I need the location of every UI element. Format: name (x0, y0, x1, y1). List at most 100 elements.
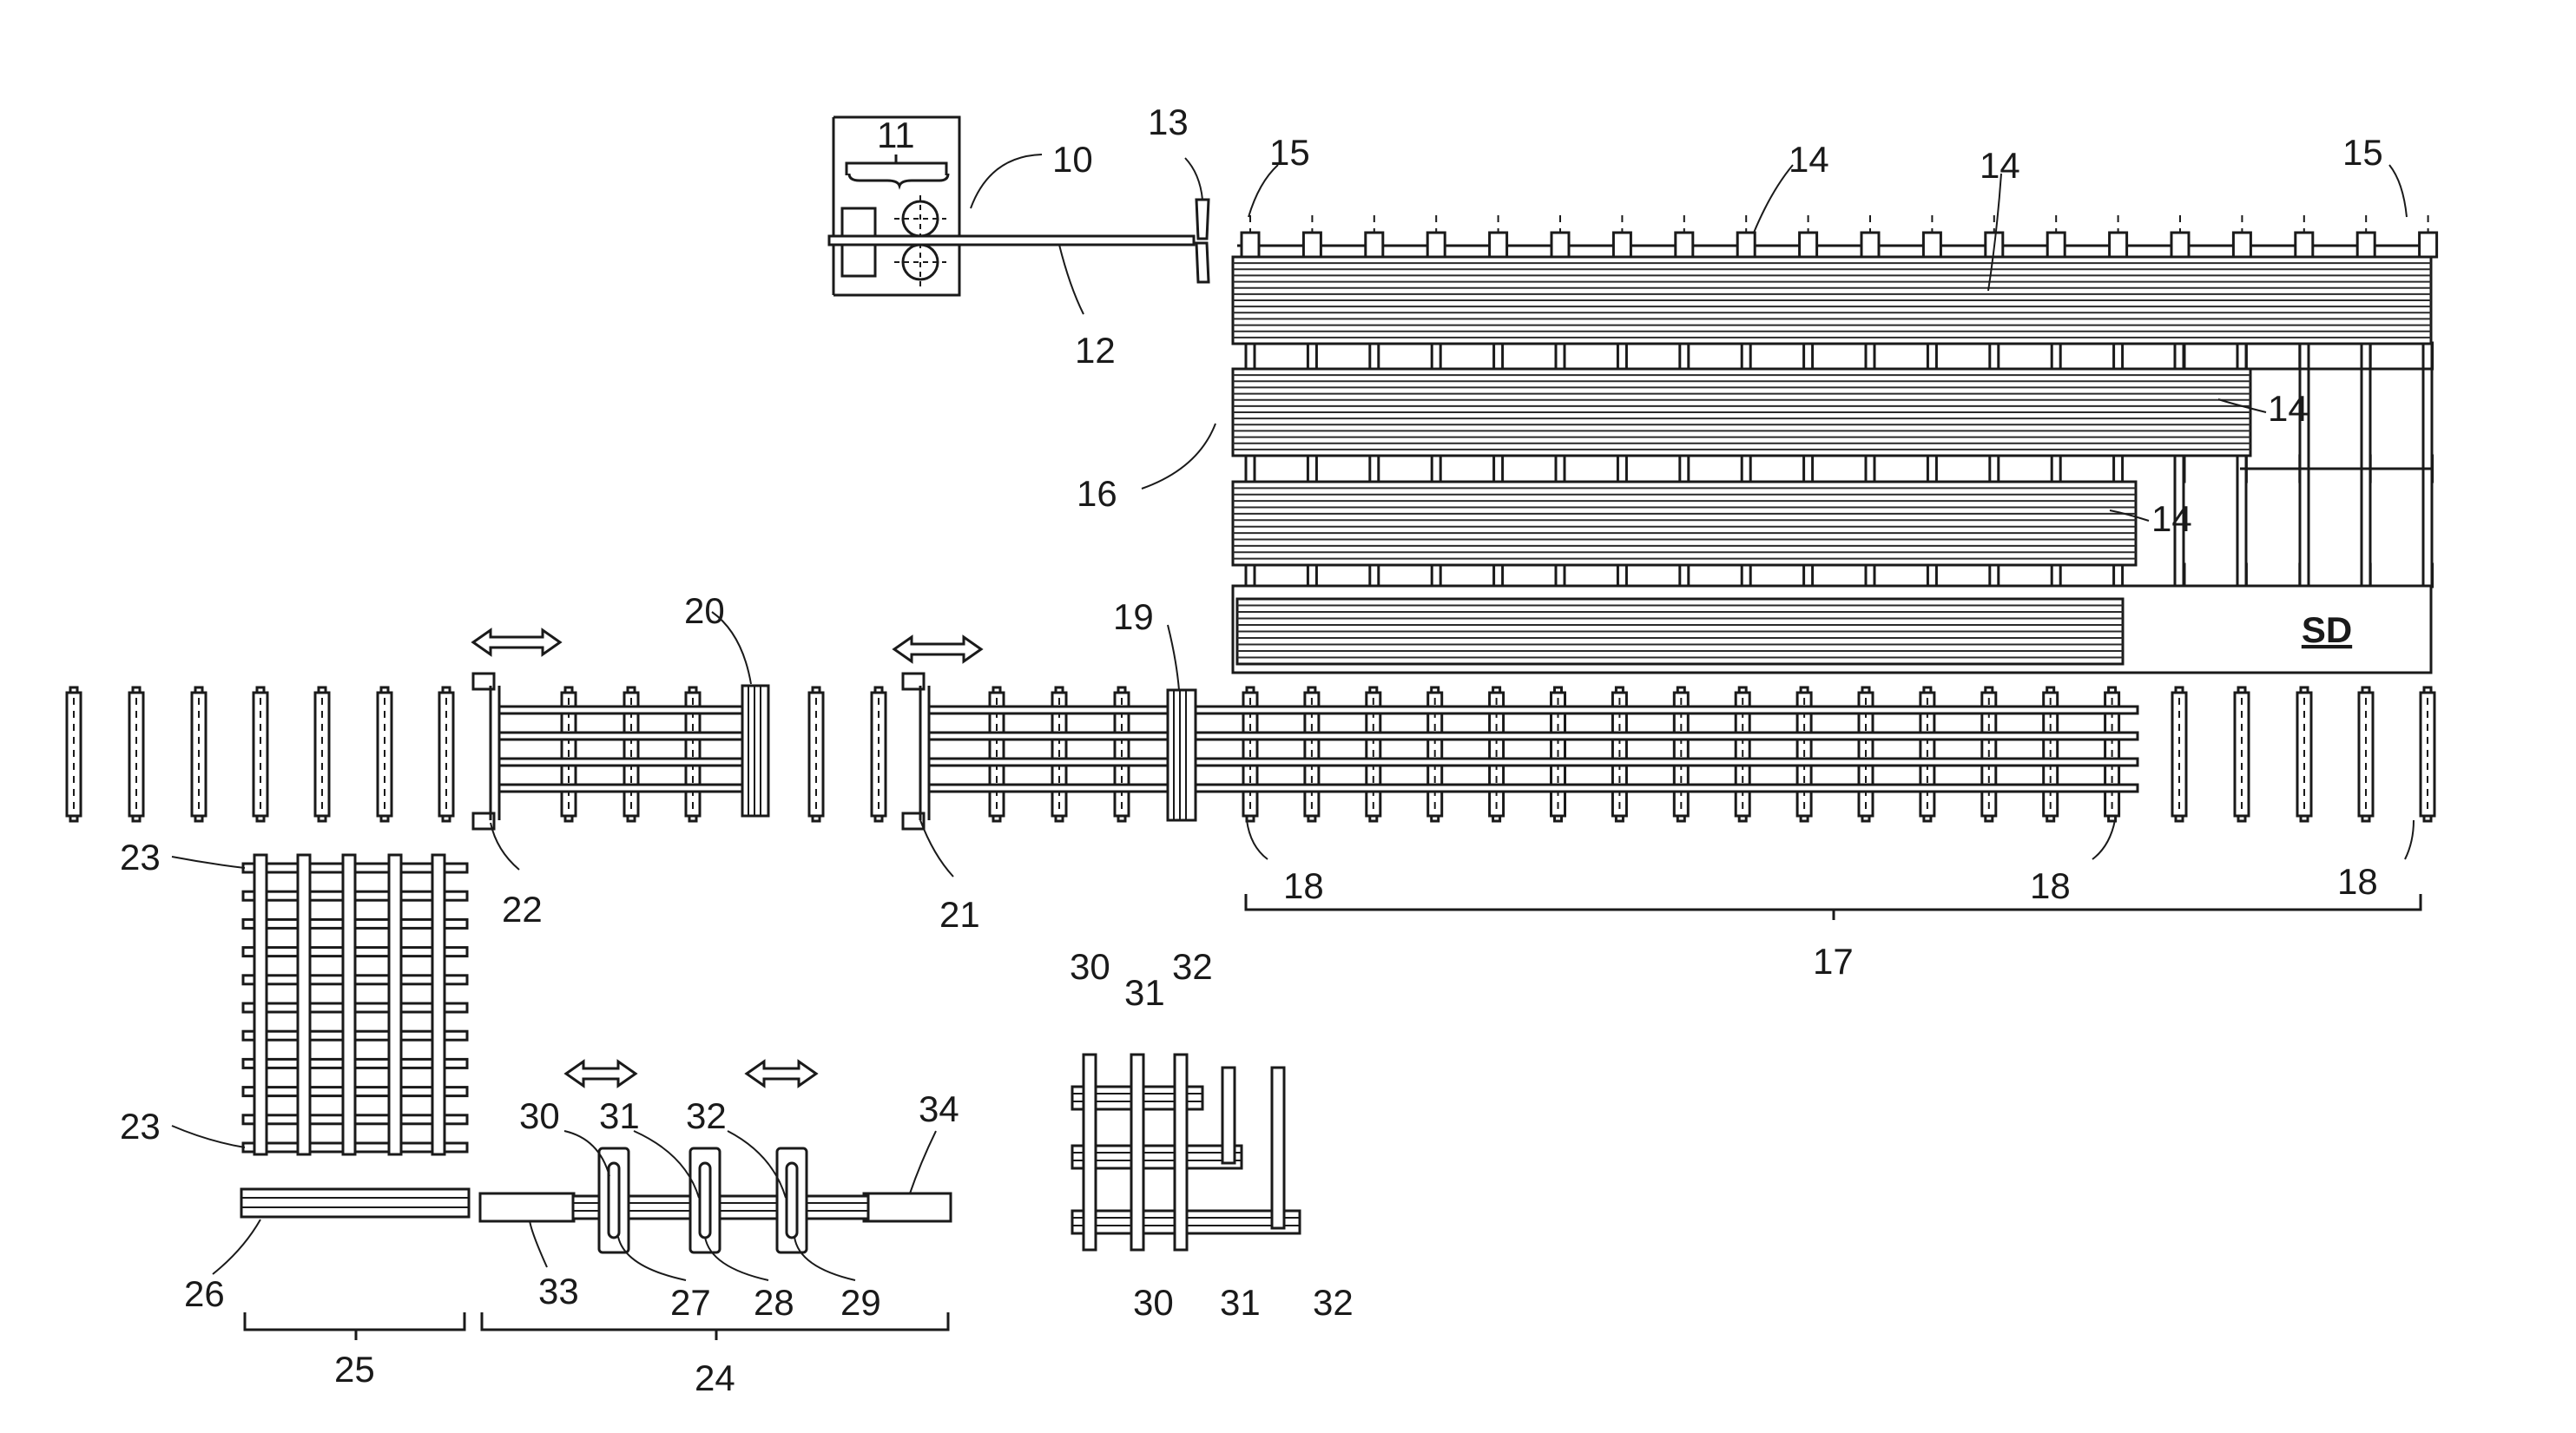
label-11: 11 (877, 115, 915, 155)
label-17: 17 (1813, 941, 1854, 982)
rack-block-2 (1366, 233, 1383, 257)
label-14-b: 14 (1980, 145, 2020, 186)
brace-17 (1246, 894, 2421, 920)
frame-col-3 (2362, 343, 2370, 586)
label-31-a: 31 (599, 1095, 640, 1136)
roller-left-6 (439, 687, 453, 821)
label-14-a: 14 (1789, 139, 1829, 180)
label-13: 13 (1148, 102, 1189, 142)
roller-left-7 (809, 687, 823, 821)
post-a-2 (1370, 343, 1379, 369)
rack-block-1 (1303, 233, 1321, 257)
post-a-0 (1246, 343, 1255, 369)
post-a-8 (1742, 343, 1750, 369)
label-20: 20 (684, 590, 725, 631)
label-14-d: 14 (2151, 498, 2192, 539)
detail-stack (1072, 1146, 1242, 1168)
post-b-7 (1680, 456, 1689, 482)
post-c-8 (1742, 564, 1750, 587)
frame-col-2 (2300, 343, 2309, 586)
rail-22-2 (499, 759, 744, 766)
rack-block-4 (1490, 233, 1507, 257)
grid-col-0 (254, 855, 267, 1154)
post-a-5 (1556, 343, 1565, 369)
sd-label: SD (2302, 609, 2352, 650)
rail-21-0 (929, 707, 2138, 713)
stack-14-top (1233, 257, 2431, 344)
label-30-b: 30 (1070, 946, 1110, 987)
double-arrow-30 (566, 1062, 636, 1086)
rack-block-0 (1242, 233, 1259, 257)
stack-14-mid (1233, 369, 2250, 456)
bundle-grid-23 (243, 855, 467, 1154)
rack-block-10 (1861, 233, 1879, 257)
label-22: 22 (502, 889, 543, 930)
label-15-a: 15 (1269, 132, 1310, 173)
rack-block-9 (1800, 233, 1817, 257)
label-21: 21 (939, 894, 980, 935)
label-26: 26 (184, 1273, 225, 1314)
label-18-a: 18 (1283, 865, 1324, 906)
label-30-a: 30 (519, 1095, 560, 1136)
label-16: 16 (1077, 473, 1117, 514)
post-b-12 (1990, 456, 1999, 482)
roller-left-8 (872, 687, 886, 821)
rack-block-16 (2233, 233, 2250, 257)
strapping-unit-24 (480, 1148, 951, 1252)
rack-block-6 (1613, 233, 1631, 257)
post-b-13 (2052, 456, 2060, 482)
post-b-5 (1556, 456, 1565, 482)
post-a-11 (1927, 343, 1936, 369)
bundle-19 (1168, 690, 1196, 820)
bundle-20 (742, 686, 768, 816)
roller-left-5 (378, 687, 392, 821)
double-arrow-32 (747, 1062, 816, 1086)
post-c-5 (1556, 564, 1565, 587)
post-b-3 (1432, 456, 1440, 482)
detail-post-3 (1222, 1068, 1235, 1163)
post-c-2 (1370, 564, 1379, 587)
post-b-4 (1494, 456, 1503, 482)
label-32-c: 32 (1313, 1282, 1354, 1323)
detail-post-2 (1175, 1055, 1187, 1250)
grid-col-2 (343, 855, 355, 1154)
post-c-1 (1308, 564, 1316, 587)
rail-21-1 (929, 733, 2138, 740)
post-b-0 (1246, 456, 1255, 482)
rack-block-15 (2171, 233, 2189, 257)
rack-block-5 (1552, 233, 1569, 257)
post-c-11 (1927, 564, 1936, 587)
label-18-c: 18 (2337, 861, 2378, 902)
roller-18-free-0 (2172, 687, 2186, 821)
bundle-detail (1072, 1055, 1300, 1250)
roller-left-3 (254, 687, 267, 821)
post-a-9 (1804, 343, 1813, 369)
rail-22-3 (499, 785, 744, 792)
rack-block-7 (1676, 233, 1693, 257)
rack-block-3 (1427, 233, 1445, 257)
detail-post-0 (1084, 1055, 1096, 1250)
grid-col-3 (389, 855, 401, 1154)
stack-sd (1237, 599, 2123, 664)
roller-18-free-1 (2235, 687, 2249, 821)
post-a-1 (1308, 343, 1316, 369)
rack-block-19 (2420, 233, 2437, 257)
roller-18-free-3 (2359, 687, 2373, 821)
profile-stacks-14 (1233, 257, 2431, 565)
rail-21-3 (929, 785, 2138, 792)
stack-14-low (1233, 482, 2136, 565)
label-23-b: 23 (120, 1106, 161, 1147)
roller-18-free-4 (2421, 687, 2434, 821)
post-c-4 (1494, 564, 1503, 587)
post-a-14 (2114, 343, 2123, 369)
label-18-b: 18 (2030, 865, 2071, 906)
post-a-7 (1680, 343, 1689, 369)
bundle-26 (241, 1189, 469, 1217)
rack-block-18 (2357, 233, 2375, 257)
frame-col-4 (2423, 343, 2432, 586)
label-24: 24 (695, 1357, 735, 1398)
roller-left-4 (315, 687, 329, 821)
rack-block-8 (1737, 233, 1755, 257)
label-27: 27 (670, 1282, 711, 1323)
